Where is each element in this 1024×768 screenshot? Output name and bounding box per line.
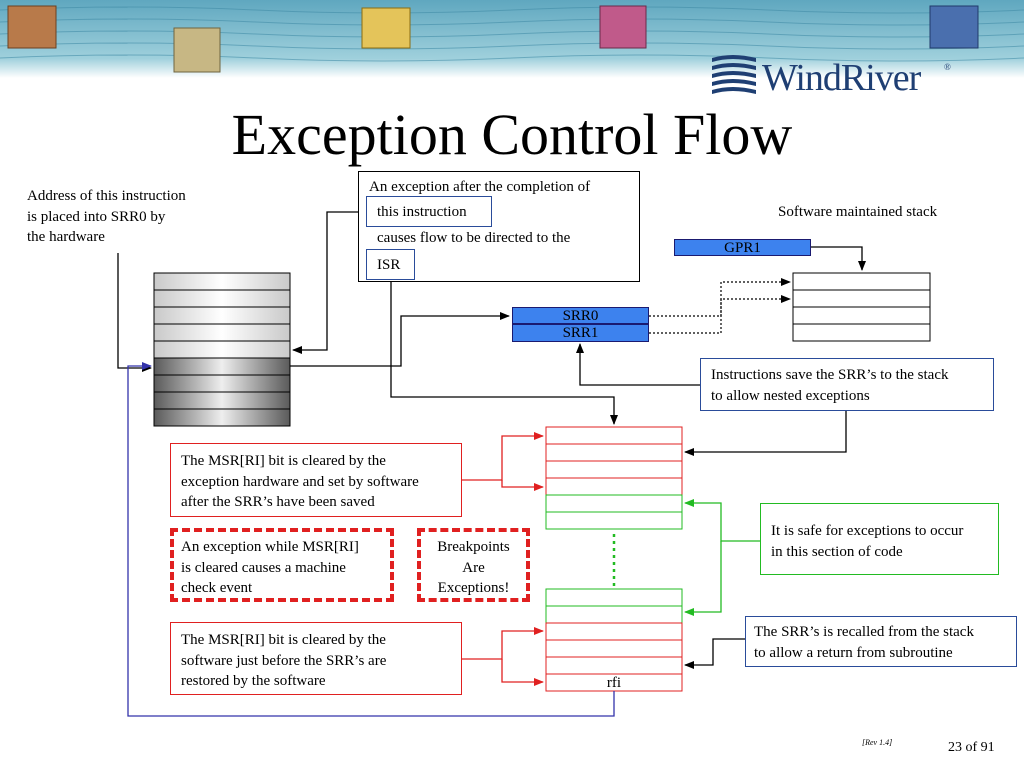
arrow-srr0-note-to-stack bbox=[117, 253, 152, 372]
revision-label: [Rev 1.4] bbox=[862, 738, 893, 747]
this-instruction-box: this instruction bbox=[366, 196, 492, 227]
gpr1-register: GPR1 bbox=[674, 239, 811, 256]
slide-title: Exception Control Flow bbox=[231, 102, 793, 167]
arrow-stack-to-srr0 bbox=[290, 312, 510, 367]
rfi-label: rfi bbox=[606, 675, 622, 691]
srr0-register: SRR0 bbox=[512, 307, 649, 324]
arrow-msr-sw-to-code bbox=[461, 627, 544, 660]
srr1-register: SRR1 bbox=[512, 324, 649, 342]
logo-text: WindRiver bbox=[762, 57, 921, 99]
recall-srrs-note: The SRR’s is recalled from the stack to … bbox=[745, 616, 1017, 667]
causes-flow-text: causes flow to be directed to the bbox=[377, 230, 571, 246]
arrow-this-instruction-to-stack bbox=[292, 211, 366, 354]
arrow-gpr1-to-stack bbox=[810, 246, 866, 271]
breakpoints-note: Breakpoints Are Exceptions! bbox=[417, 528, 530, 602]
software-stack bbox=[792, 272, 931, 342]
machine-check-note: An exception while MSR[RI] is cleared ca… bbox=[170, 528, 394, 602]
msr-cleared-hw-note: The MSR[RI] bit is cleared by the except… bbox=[170, 443, 462, 517]
windriver-logo bbox=[712, 55, 756, 94]
save-srrs-note: Instructions save the SRR’s to the stack… bbox=[700, 358, 994, 411]
banner-photo-icons bbox=[7, 5, 979, 73]
logo-registered-mark: ® bbox=[944, 62, 951, 72]
stack-title: Software maintained stack bbox=[778, 204, 938, 220]
page-number: 23 of 91 bbox=[948, 740, 995, 755]
srr0-note: Address of this instruction is placed in… bbox=[27, 188, 186, 245]
arrow-recall-note-to-code bbox=[684, 638, 752, 669]
msr-cleared-sw-note: The MSR[RI] bit is cleared by the softwa… bbox=[170, 622, 462, 695]
isr-code-stack bbox=[545, 426, 683, 692]
isr-box: ISR bbox=[366, 249, 415, 280]
instruction-memory-stack bbox=[153, 272, 291, 427]
arrow-save-note-to-srr bbox=[576, 343, 700, 386]
header-banner bbox=[0, 0, 1024, 78]
exception-note-top: An exception after the completion of bbox=[369, 179, 591, 195]
arrow-isr-to-code bbox=[390, 278, 618, 425]
arrow-msr-hw-to-code bbox=[461, 432, 544, 481]
arrow-safe-to-code bbox=[684, 499, 760, 542]
arrow-save-note-to-code bbox=[684, 410, 847, 456]
safe-section-note: It is safe for exceptions to occur in th… bbox=[760, 503, 999, 575]
dotted-srr-to-stack bbox=[649, 278, 791, 334]
